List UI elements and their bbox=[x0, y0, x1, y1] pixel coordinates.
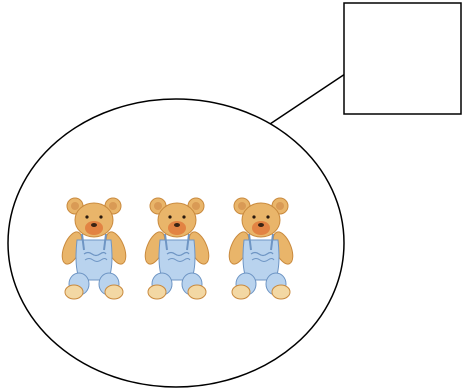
teddy-bear-2-icon bbox=[140, 197, 214, 300]
answer-box[interactable] bbox=[343, 2, 462, 115]
teddy-bear-3-icon bbox=[224, 197, 298, 300]
connector-line bbox=[269, 73, 346, 125]
set-ellipse bbox=[7, 98, 345, 388]
teddy-bear-1-icon bbox=[57, 197, 131, 300]
